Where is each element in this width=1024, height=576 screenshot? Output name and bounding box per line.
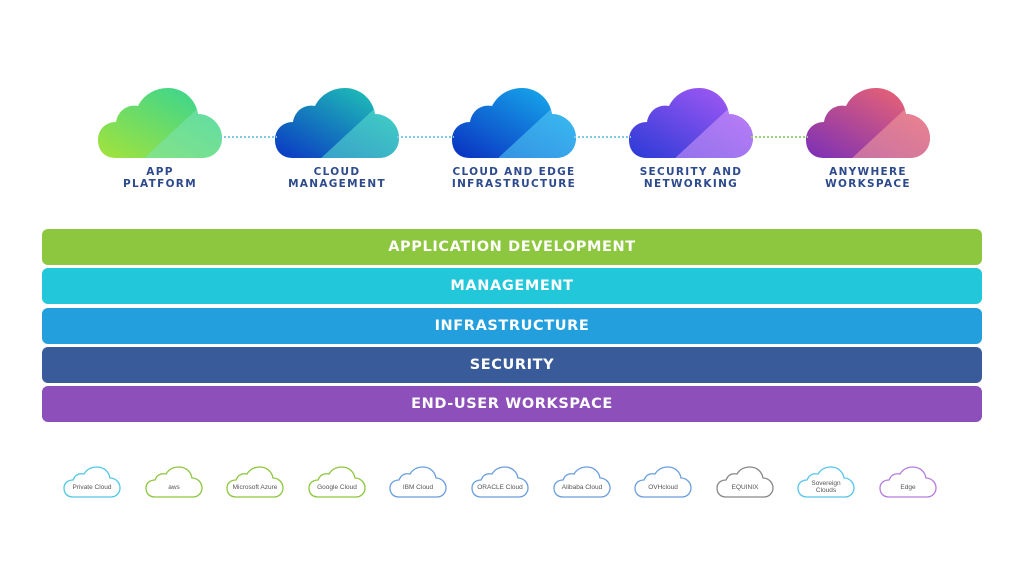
dotted-connector bbox=[574, 136, 631, 138]
provider-cloud-icon: IBM Cloud bbox=[389, 465, 447, 499]
pillar-label-line1: CLOUD AND EDGE bbox=[452, 166, 576, 178]
provider-cloud-icon: Edge bbox=[879, 465, 937, 499]
provider-cloud-icon: OVHcloud bbox=[634, 465, 692, 499]
dotted-connector bbox=[220, 136, 277, 138]
pillar-cloud-icon bbox=[98, 86, 222, 160]
dotted-connector bbox=[751, 136, 808, 138]
provider-label: aws bbox=[168, 483, 180, 491]
pillar-label-line2: PLATFORM bbox=[123, 177, 197, 190]
provider-label: EQUINIX bbox=[731, 483, 759, 491]
provider-label: OVHcloud bbox=[648, 483, 678, 491]
provider-cloud-icon: EQUINIX bbox=[716, 465, 774, 499]
pillar-label-line1: CLOUD bbox=[313, 166, 361, 178]
layer-bar-management: MANAGEMENT bbox=[42, 268, 982, 304]
provider-cloud-icon: aws bbox=[145, 465, 203, 499]
pillar-label-line2: NETWORKING bbox=[643, 177, 739, 190]
provider-label: Alibaba Cloud bbox=[561, 483, 603, 491]
layer-bar-security: SECURITY bbox=[42, 347, 982, 383]
provider-label: Sovereign Clouds bbox=[811, 480, 841, 494]
provider-label: Edge bbox=[900, 483, 916, 491]
layer-bar-infrastructure: INFRASTRUCTURE bbox=[42, 308, 982, 344]
pillar-label-line1: ANYWHERE bbox=[829, 166, 907, 178]
pillar-label-line2: INFRASTRUCTURE bbox=[451, 177, 577, 190]
provider-label: ORACLE Cloud bbox=[477, 483, 523, 491]
provider-cloud-icon: Microsoft Azure bbox=[226, 465, 284, 499]
provider-cloud-icon: Private Cloud bbox=[63, 465, 121, 499]
pillar-cloud-icon bbox=[452, 86, 576, 160]
pillar-label-line2: WORKSPACE bbox=[825, 177, 911, 190]
layer-bar-application-development: APPLICATION DEVELOPMENT bbox=[42, 229, 982, 265]
dotted-connector bbox=[397, 136, 454, 138]
provider-label: Microsoft Azure bbox=[232, 483, 278, 491]
provider-label: IBM Cloud bbox=[402, 483, 434, 491]
pillar-label-line1: APP bbox=[146, 166, 174, 178]
pillar-cloud-icon bbox=[629, 86, 753, 160]
provider-cloud-icon: Google Cloud bbox=[308, 465, 366, 499]
provider-label: Google Cloud bbox=[317, 483, 357, 491]
provider-label: Private Cloud bbox=[72, 483, 112, 491]
provider-cloud-icon: Alibaba Cloud bbox=[553, 465, 611, 499]
pillar-cloud-icon bbox=[806, 86, 930, 160]
provider-cloud-icon: ORACLE Cloud bbox=[471, 465, 529, 499]
pillar-label-line1: SECURITY AND bbox=[639, 166, 743, 178]
pillar-label-line2: MANAGEMENT bbox=[288, 177, 386, 190]
pillar-cloud-icon bbox=[275, 86, 399, 160]
layer-bar-end-user-workspace: END-USER WORKSPACE bbox=[42, 386, 982, 422]
provider-cloud-icon: Sovereign Clouds bbox=[797, 465, 855, 499]
